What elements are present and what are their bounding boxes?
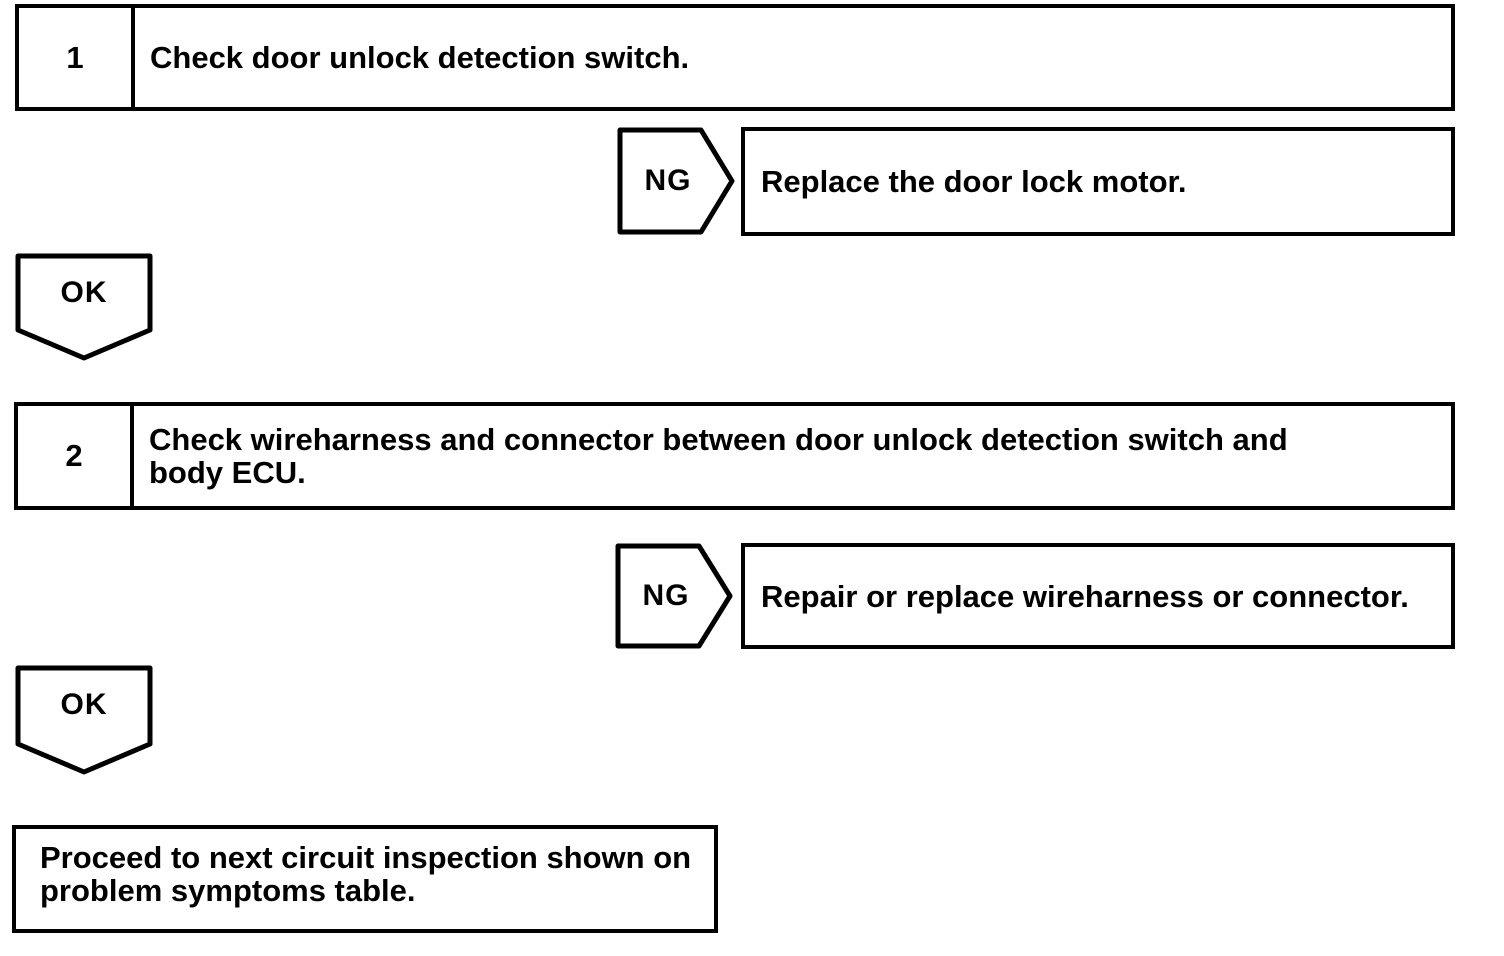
step-2-ok-label: OK <box>60 688 108 721</box>
ng-arrow-pentagon-icon <box>617 127 735 235</box>
step-2-instruction-cell: Check wireharness and connector between … <box>134 406 1451 506</box>
step-1-number: 1 <box>19 8 135 107</box>
step-1-instruction: Check door unlock detection switch. <box>150 40 690 75</box>
step-2-ng-arrow: NG <box>615 543 733 649</box>
step-1-ng-result-box: Replace the door lock motor. <box>741 127 1455 236</box>
step-1-ng-label: NG <box>644 164 692 197</box>
step-2-ng-label: NG <box>642 579 690 612</box>
final-instruction: Proceed to next circuit inspection shown… <box>40 840 692 908</box>
step-1-ok-label: OK <box>60 276 108 309</box>
step-1-ng-arrow: NG <box>617 127 735 235</box>
step-1-ok-arrow: OK <box>15 253 153 361</box>
step-2-ng-result: Repair or replace wireharness or connect… <box>761 578 1409 614</box>
step-2-number: 2 <box>18 406 134 506</box>
step-1-box: 1 Check door unlock detection switch. <box>15 4 1455 111</box>
step-1-ng-result: Replace the door lock motor. <box>761 164 1187 199</box>
step-2-instruction: Check wireharness and connector between … <box>149 422 1288 490</box>
step-2-ok-arrow: OK <box>15 665 153 775</box>
ok-arrow-pentagon-icon <box>15 665 153 775</box>
step-2-box: 2 Check wireharness and connector betwee… <box>14 402 1455 510</box>
step-2-ng-result-box: Repair or replace wireharness or connect… <box>741 543 1455 649</box>
ok-arrow-pentagon-icon <box>15 253 153 361</box>
ng-arrow-pentagon-icon <box>615 543 733 649</box>
final-instruction-box: Proceed to next circuit inspection shown… <box>12 825 718 933</box>
step-1-instruction-cell: Check door unlock detection switch. <box>135 8 1451 107</box>
